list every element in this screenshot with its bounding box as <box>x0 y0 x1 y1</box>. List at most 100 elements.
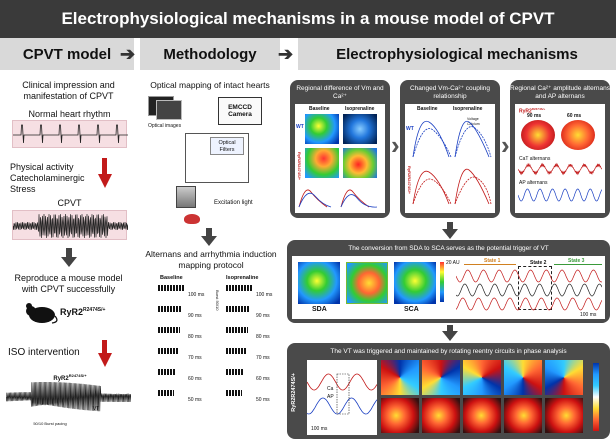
panel3-map-2 <box>561 120 595 150</box>
protocol-mid-arrow: Burst 50/10 <box>215 290 220 311</box>
panel1-body: Baseline Isoprenaline WT RyR2R2474S/+ <box>295 104 385 213</box>
phase-map <box>545 360 583 395</box>
panel5-scale: 100 ms <box>311 426 328 432</box>
panel2-mut-sup: R2474S/+ <box>407 176 412 195</box>
panel3-map-1 <box>521 120 555 150</box>
phase-map <box>504 360 542 395</box>
panel5-traces <box>306 373 378 415</box>
panel1-map-4 <box>343 148 377 178</box>
cpvt-label: CPVT <box>57 198 82 208</box>
main-title: Electrophysiological mechanisms in a mou… <box>0 0 616 38</box>
panel3-mut-sup: R2474S/+ <box>531 107 546 111</box>
down-arrow-left <box>61 257 77 267</box>
protocol-pacing-bar <box>158 285 184 291</box>
optical-filters-label: Optical Filters <box>218 140 236 153</box>
protocol-pacing-bar <box>226 369 244 375</box>
protocol-pacing-bar <box>158 327 180 333</box>
panel1-traces <box>298 189 378 208</box>
down-arrow-shaft-right-2 <box>447 325 453 331</box>
panel-reentry: The VT was triggered and maintained by r… <box>287 343 610 439</box>
phase-map <box>463 398 501 433</box>
optical-filters: Optical Filters <box>210 137 244 155</box>
panel1-mut-sup: R2474S/+ <box>297 162 302 181</box>
panel3-cat-trace <box>518 162 602 176</box>
protocol-text: Alternans and arrhythmia induction mappi… <box>145 249 277 270</box>
protocol-pacing-bar <box>226 285 252 291</box>
panel4-state3-bar <box>554 264 602 265</box>
panel1-baseline: Baseline <box>309 106 330 112</box>
down-arrow-shaft-middle <box>206 228 212 236</box>
panel4-scale: 100 ms <box>580 312 597 318</box>
panel5-traces-box: Ca AP 100 ms <box>306 360 378 435</box>
protocol-pacing-bar <box>226 306 250 312</box>
phase-map <box>381 360 419 395</box>
panel5-ca: Ca <box>327 386 334 392</box>
emccd-camera-label: EMCCD Camera <box>228 104 252 118</box>
optical-images-2 <box>156 100 182 120</box>
panel4-state3: State 3 <box>568 258 585 264</box>
mouse-genotype-label: RyR2 <box>60 307 84 317</box>
panel1-mut: RyR2R2474S/+ <box>296 152 302 180</box>
header-cpvt-model: CPVT model <box>0 38 134 70</box>
red-arrow-2 <box>98 353 112 367</box>
panel5-ap: AP <box>327 394 334 400</box>
panel2-body: Baseline Isoprenaline WT RyR2R2474S/+ Vo… <box>405 104 495 213</box>
panel4-state1-bar <box>464 264 516 265</box>
lens-stack <box>176 186 196 208</box>
header-mechanisms-label: Electrophysiological mechanisms <box>336 45 578 63</box>
panel2-mut-label: RyR2 <box>407 166 412 177</box>
optical-mapping-text: Optical mapping of intact hearts <box>150 80 270 90</box>
panel5-mut-label: RyR2 <box>291 397 297 412</box>
protocol-interval-label: 80 ms <box>256 334 270 340</box>
mouse-genotype: RyR2R2474S/+ <box>60 305 130 318</box>
panel2-wt: WT <box>406 126 414 132</box>
protocol-interval-label: 70 ms <box>188 355 202 361</box>
down-arrow-shaft-right-1 <box>447 222 453 230</box>
panel1-map-2 <box>343 114 377 144</box>
header-methodology-label: Methodology <box>163 45 257 63</box>
optical-images-label: Optical images <box>148 123 182 129</box>
chevron-icon-2: › <box>501 130 510 160</box>
panel5-colorbar <box>593 363 599 431</box>
panel-sda-sca: The conversion from SDA to SCA serves as… <box>287 240 610 323</box>
protocol-interval-label: 80 ms <box>188 334 202 340</box>
phase-map <box>422 360 460 395</box>
panel3-cat-label: CaT alternans <box>519 156 551 162</box>
protocol-interval-label: 60 ms <box>256 376 270 382</box>
protocol-pacing-bar <box>158 369 176 375</box>
emccd-camera: EMCCD Camera <box>218 97 262 125</box>
phase-map <box>422 398 460 433</box>
phase-map <box>504 398 542 433</box>
panel4-sca: SCA <box>404 306 419 313</box>
phase-map <box>463 360 501 395</box>
panel2-leg-calcium: Calcium <box>467 122 480 126</box>
normal-ecg-trace <box>13 124 128 144</box>
panel2-iso: Isoprenaline <box>453 106 483 112</box>
panel2-leg-voltage: Voltage <box>467 117 479 121</box>
ecg-genotype-label: RyR2 <box>53 376 69 382</box>
protocol-pacing-bar <box>158 306 182 312</box>
mouse-genotype-sup: R2474S/+ <box>83 307 106 313</box>
panel4-traces <box>456 269 602 311</box>
protocol-pacing-bar <box>158 348 178 354</box>
reproduce-text: Reproduce a mouse model with CPVT succes… <box>14 273 123 294</box>
panel2-baseline: Baseline <box>417 106 438 112</box>
phase-map <box>545 398 583 433</box>
header-cpvt-model-label: CPVT model <box>22 45 112 63</box>
panel3-ap-trace <box>518 188 602 202</box>
panel5-title: The VT was triggered and maintained by r… <box>330 348 567 355</box>
protocol-pacing-bar <box>226 327 248 333</box>
protocol-baseline: Baseline <box>160 275 183 281</box>
excitation-label: Excitation light <box>214 200 253 206</box>
panel3-60ms: 60 ms <box>567 113 582 119</box>
down-arrow-right-2 <box>442 331 458 341</box>
panel4-state1: State 1 <box>484 258 501 264</box>
panel4-state2: State 2 <box>530 260 547 266</box>
protocol-interval-label: 90 ms <box>188 313 202 319</box>
cpvt-ecg-box <box>12 210 129 240</box>
chevron-icon-1: › <box>391 130 400 160</box>
normal-ecg-box <box>12 120 128 148</box>
panel1-title: Regional difference of Vm and Ca²⁺ <box>296 85 384 100</box>
panel2-traces <box>412 120 492 205</box>
protocol-interval-label: 70 ms <box>256 355 270 361</box>
